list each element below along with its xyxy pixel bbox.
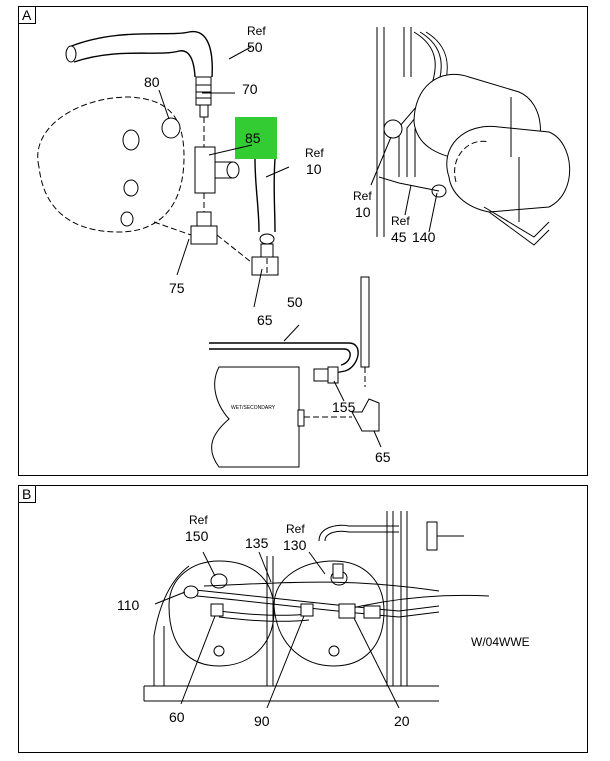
drawing-code: W/04WWE [471, 635, 530, 649]
callout-20: 20 [394, 713, 410, 729]
callout-ref10-right-ref: Ref [353, 189, 372, 203]
callout-ref130-num: 130 [283, 537, 307, 553]
callout-ref45-num: 45 [391, 229, 407, 245]
callout-70: 70 [242, 81, 258, 97]
panel-b: B [18, 485, 588, 753]
callout-155: 155 [332, 399, 356, 415]
elbow-75-part [153, 193, 252, 263]
callout-ref50-num: 50 [247, 39, 263, 55]
leader-lines-a [158, 46, 438, 448]
callout-ref150-num: 150 [185, 528, 209, 544]
highlight-85 [235, 117, 277, 159]
callout-90: 90 [254, 713, 270, 729]
panel-b-drawing: Ref 150 135 Ref 130 110 60 90 20 W/04WWE [117, 511, 530, 729]
callout-75: 75 [169, 280, 185, 296]
callout-ref45-ref: Ref [391, 214, 410, 228]
callout-ref130-ref: Ref [286, 522, 305, 536]
fitting-70-part [195, 76, 212, 118]
callout-80: 80 [144, 74, 160, 90]
panel-b-tag: B [18, 485, 37, 503]
callout-ref50-ref: Ref [247, 24, 266, 38]
callout-50: 50 [287, 294, 303, 310]
wet-secondary-tank: WET/SECONDARY [209, 276, 380, 468]
plug-80-part [161, 117, 181, 139]
hose-ref50-part [65, 30, 213, 78]
callout-85: 85 [245, 130, 261, 146]
reservoir-tanks [376, 27, 571, 246]
tank-label: WET/SECONDARY [231, 405, 276, 411]
callout-ref10-right-num: 10 [355, 204, 371, 220]
elbow-65-left-part [251, 256, 279, 276]
callout-ref150-ref: Ref [189, 513, 208, 527]
callout-65-left: 65 [257, 312, 273, 328]
callout-140: 140 [412, 229, 436, 245]
panel-a: A [18, 6, 588, 476]
callout-135: 135 [245, 535, 269, 551]
callout-65-bottom: 65 [375, 449, 391, 465]
tee-85-part [194, 117, 240, 194]
panel-a-tag: A [18, 6, 37, 24]
callout-60: 60 [169, 709, 185, 725]
callout-110: 110 [117, 597, 140, 613]
callout-ref10-top-ref: Ref [305, 146, 324, 160]
brake-chamber-left [37, 96, 185, 233]
callout-ref10-top-num: 10 [306, 161, 322, 177]
panel-a-drawing: WET/SECONDARY Ref 50 70 80 85 Ref 10 75 … [37, 24, 571, 468]
leader-lines-b [154, 551, 400, 709]
hose-ref10-part [254, 158, 276, 259]
